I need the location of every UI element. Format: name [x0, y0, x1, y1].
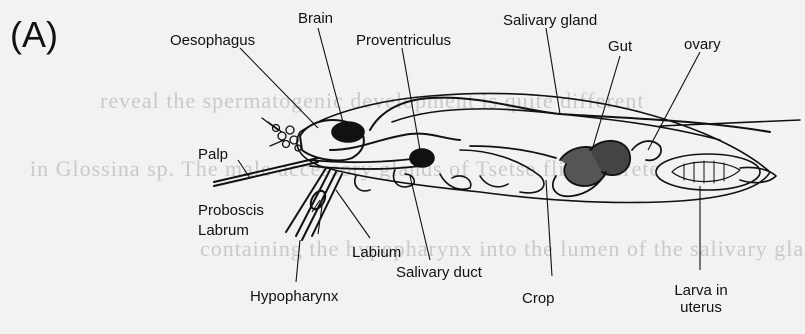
- label-larva-in-uterus: Larva in uterus: [660, 282, 742, 316]
- label-hypopharynx: Hypopharynx: [250, 288, 338, 305]
- label-ovary: ovary: [684, 36, 721, 53]
- larva: [672, 162, 740, 182]
- panel-label: (A): [10, 14, 58, 56]
- label-salivary-gland: Salivary gland: [503, 12, 597, 29]
- label-palp: Palp: [198, 146, 228, 163]
- label-crop: Crop: [522, 290, 555, 307]
- label-proventriculus: Proventriculus: [356, 32, 451, 49]
- brain: [332, 122, 364, 142]
- ovary: [632, 141, 661, 160]
- label-gut: Gut: [608, 38, 632, 55]
- dorsal-tube: [392, 109, 720, 140]
- label-labrum: Labrum: [198, 222, 249, 239]
- label-proboscis: Proboscis: [198, 202, 264, 219]
- label-labium: Labium: [352, 244, 401, 261]
- label-salivary-duct: Salivary duct: [396, 264, 482, 281]
- label-brain: Brain: [298, 10, 333, 27]
- antenna-tuft: [262, 118, 301, 151]
- label-larva-in-uterus-line-1: Larva in: [660, 282, 742, 299]
- abdomen-tip: [740, 167, 776, 182]
- leg-bases: [355, 170, 508, 191]
- label-oesophagus: Oesophagus: [170, 32, 255, 49]
- label-larva-in-uterus-line-2: uterus: [660, 299, 742, 316]
- gut-coils: [470, 141, 630, 196]
